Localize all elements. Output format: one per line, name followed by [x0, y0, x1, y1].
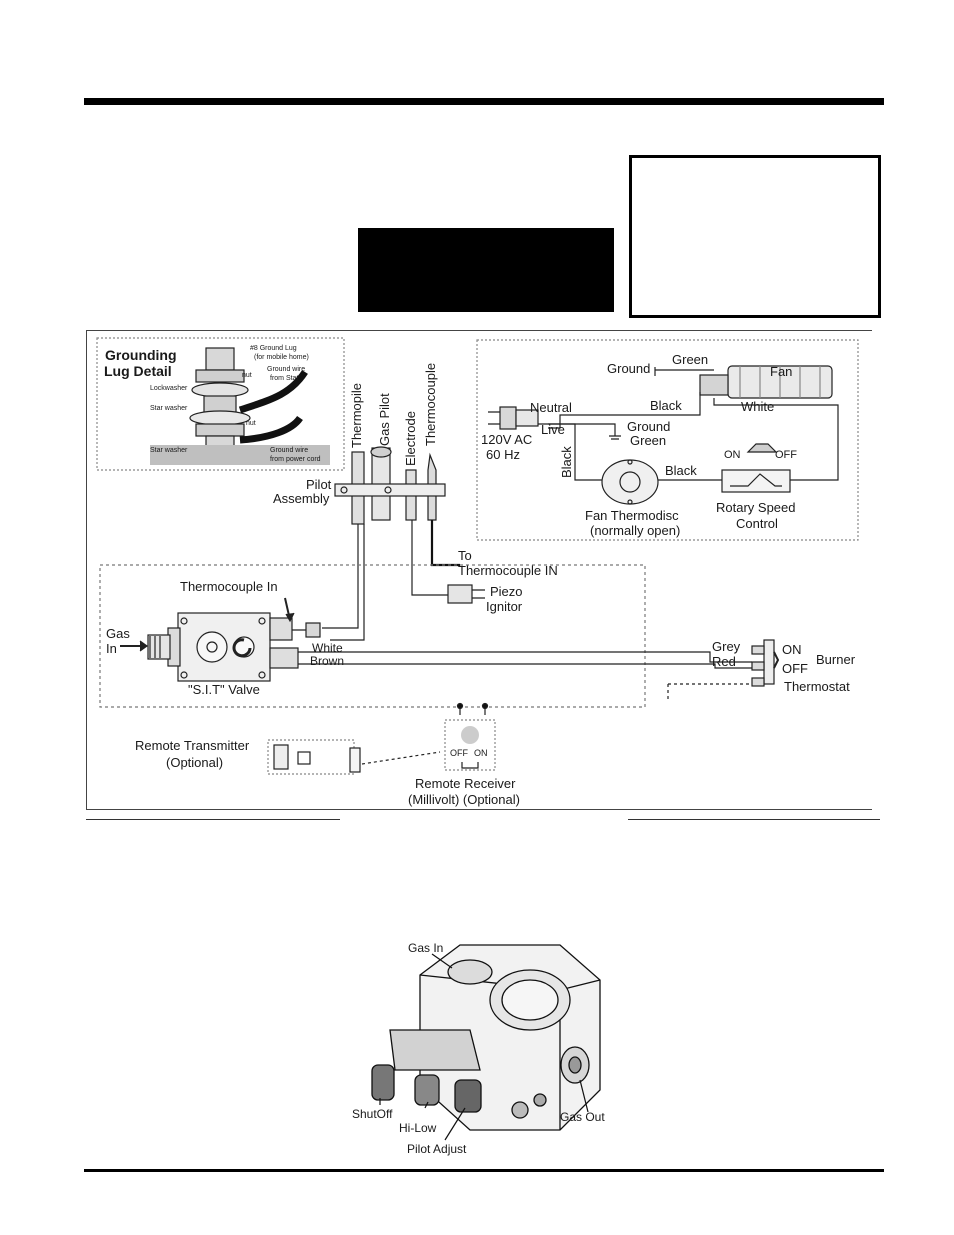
- white-wire-label: White: [312, 641, 343, 655]
- burner-label: Burner: [816, 652, 856, 667]
- power-plug: [488, 406, 539, 430]
- rotary-control-label-sub: Control: [736, 516, 778, 531]
- ground-mid-label: Ground: [627, 419, 671, 434]
- photo-pilot-adjust-label: Pilot Adjust: [407, 1142, 467, 1156]
- fan-inset-border: [476, 339, 859, 541]
- remote-on-label: ON: [474, 748, 488, 758]
- green-mid-label: Green: [630, 433, 667, 448]
- pilot-assembly-label-sub: Assembly: [273, 491, 330, 506]
- grey-wire-label: Grey: [712, 639, 741, 654]
- black-top-label: Black: [650, 398, 682, 413]
- ac-label-sub: 60 Hz: [486, 447, 520, 462]
- rotary-on-label: ON: [724, 449, 741, 461]
- fan-thermodisc: [601, 459, 659, 505]
- grounding-inset-border: [96, 337, 345, 471]
- photo-shutoff-label: ShutOff: [352, 1107, 393, 1121]
- pilot-assembly: [334, 446, 446, 525]
- sit-valve-label: "S.I.T" Valve: [188, 682, 260, 697]
- burner-off-label: OFF: [782, 661, 808, 676]
- live-label: Live: [541, 422, 565, 437]
- fan-label: Fan: [770, 364, 793, 379]
- to-thermocouple-label: To: [458, 548, 472, 563]
- nut-mid-label: nut: [246, 420, 256, 427]
- nut-top-label: nut: [242, 372, 252, 379]
- thermodisc-label: Fan Thermodisc: [585, 508, 679, 523]
- remote-receiver-border: [444, 719, 496, 771]
- thermodisc-label-sub: (normally open): [590, 523, 681, 538]
- thermocouple-in-label: Thermocouple In: [180, 579, 278, 594]
- remote-off-label: OFF: [450, 748, 468, 758]
- wiring-diagram-frame: [86, 330, 872, 810]
- star-washer-label-1: Star washer: [150, 405, 188, 412]
- grounding-title-line1: Grounding: [105, 347, 177, 363]
- photo-hi-low-label: Hi-Low: [399, 1121, 437, 1135]
- bottom-rule: [84, 1169, 884, 1172]
- gas-pilot-label: Gas Pilot: [377, 393, 392, 446]
- photo-leader-lines: [379, 953, 589, 1141]
- electrode-label: Electrode: [403, 411, 418, 466]
- rotary-off-label: OFF: [775, 449, 797, 461]
- white-label: White: [741, 399, 775, 414]
- black-mid-label: Black: [665, 463, 697, 478]
- valve-photo: [371, 944, 601, 1131]
- ground-lug-stack: [150, 347, 330, 465]
- photo-gas-in-label: Gas In: [408, 941, 444, 955]
- fan-body: [699, 365, 833, 399]
- ground-wire-power-label-sub: from power cord: [270, 456, 321, 463]
- ground-wire-power-label: Ground wire: [270, 447, 309, 454]
- separator-right: [628, 819, 880, 820]
- rotary-speed-control: [721, 443, 791, 493]
- neutral-label: Neutral: [530, 400, 572, 415]
- piezo-ignitor-label-sub: Ignitor: [486, 599, 523, 614]
- ground-wire-stat-label-sub: from Stat: [270, 375, 299, 382]
- pilot-assembly-label: Pilot: [306, 477, 332, 492]
- piezo-ignitor-label: Piezo: [490, 584, 523, 599]
- outlined-note-box: [629, 155, 881, 318]
- red-wire-label: Red: [712, 654, 736, 669]
- separator-left: [86, 819, 340, 820]
- brown-wire-label: Brown: [310, 654, 345, 668]
- remote-transmitter-label: Remote Transmitter: [135, 738, 250, 753]
- burner-switch: [751, 639, 780, 687]
- remote-receiver-label: Remote Receiver: [415, 776, 516, 791]
- ground-wire-power: [239, 415, 303, 444]
- thermocouple-label: Thermocouple: [423, 362, 438, 446]
- ground-lug-label: #8 Ground Lug: [250, 345, 297, 352]
- grounding-title-line2: Lug Detail: [104, 363, 172, 379]
- valve-dashed-border: [99, 564, 646, 708]
- lockwasher-label: Lockwasher: [150, 385, 188, 392]
- gas-in-label: Gas: [106, 626, 130, 641]
- burner-on-label: ON: [782, 642, 802, 657]
- ground-wire-stat: [238, 369, 308, 414]
- remote-transmitter-label-sub: (Optional): [166, 755, 224, 770]
- green-top-label: Green: [672, 352, 709, 367]
- gas-in-label-sub: In: [106, 641, 117, 656]
- ground-lug-label-sub: (for mobile home): [254, 354, 309, 361]
- rotary-control-label: Rotary Speed: [716, 500, 796, 515]
- ground-top-label: Ground: [607, 361, 651, 376]
- to-thermocouple-label-sub: Thermocouple IN: [458, 563, 558, 578]
- top-rule: [84, 98, 884, 105]
- thermopile-label: Thermopile: [349, 382, 364, 448]
- gas-inlet-fitting: [147, 634, 171, 660]
- thermostat-label: Thermostat: [784, 679, 850, 694]
- remote-receiver-label-sub: (Millivolt) (Optional): [408, 792, 520, 807]
- sit-valve: [167, 612, 299, 682]
- ac-label: 120V AC: [481, 432, 533, 447]
- black-vertical-label: Black: [559, 446, 574, 478]
- photo-gas-out-label: Gas Out: [560, 1110, 605, 1124]
- ground-wire-stat-label: Ground wire: [267, 366, 306, 373]
- piezo-ignitor-body: [447, 584, 473, 604]
- redacted-black-box: [358, 228, 614, 312]
- star-washer-label-2: Star washer: [150, 447, 188, 454]
